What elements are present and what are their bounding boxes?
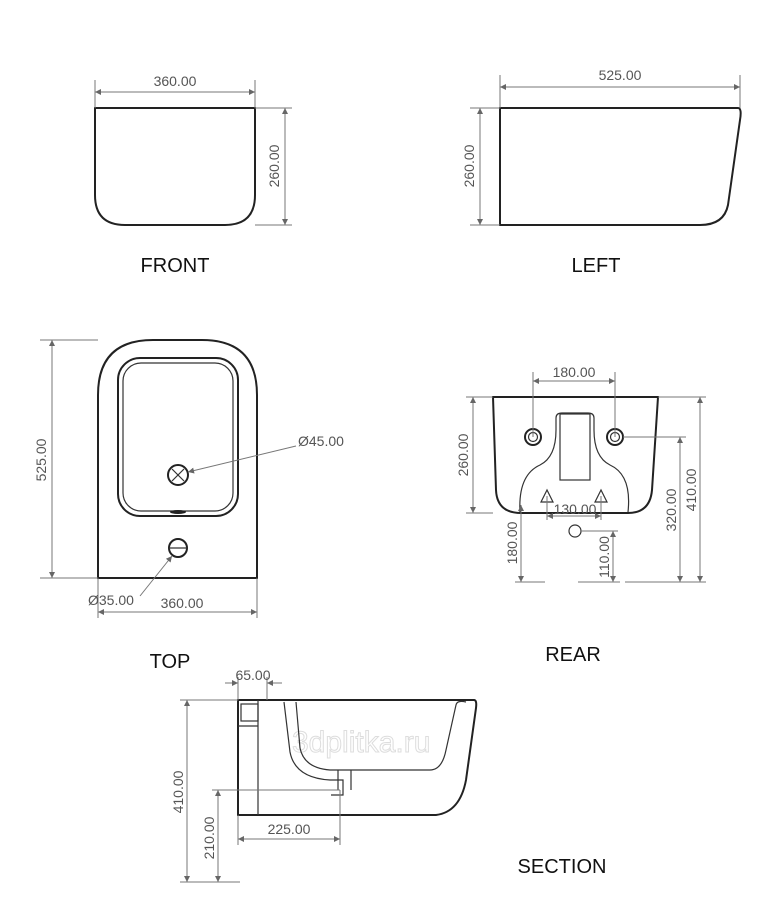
section-view: 3dplitka.ru 65.00 410.00 210.00 225.00 S…	[170, 667, 607, 883]
rear-total-height-dim: 410.00	[683, 468, 699, 511]
section-wall-dim: 65.00	[235, 667, 270, 683]
small-hole-dim: Ø35.00	[88, 592, 134, 608]
section-outlet-depth-dim: 225.00	[268, 821, 311, 837]
rear-hole-spacing-dim: 180.00	[553, 364, 596, 380]
left-height-dim: 260.00	[461, 144, 477, 187]
watermark: 3dplitka.ru	[292, 726, 430, 759]
left-label: LEFT	[572, 255, 621, 277]
rear-height-dim: 260.00	[455, 433, 471, 476]
top-view: 525.00 360.00 Ø45.00 Ø35.00 TOP	[33, 339, 344, 673]
rear-view: 180.00 260.00 410.00 320.00 180.00 110.0…	[455, 364, 706, 666]
section-label: SECTION	[518, 856, 607, 878]
left-view: 525.00 260.00 LEFT	[461, 67, 742, 277]
top-label: TOP	[150, 651, 191, 673]
front-view: 360.00 260.00 FRONT	[94, 73, 292, 277]
section-height-dim: 410.00	[170, 770, 186, 813]
section-outlet-height-dim: 210.00	[201, 816, 217, 859]
rear-inlet-spacing-dim: 130.00	[554, 501, 597, 517]
rear-inlet-height-dim: 110.00	[596, 536, 612, 578]
rear-label: REAR	[545, 644, 601, 666]
top-width-dim: 360.00	[161, 595, 204, 611]
rear-hole-height-dim: 320.00	[663, 488, 679, 531]
rear-offset-dim: 180.00	[504, 521, 520, 564]
large-hole-dim: Ø45.00	[298, 433, 344, 449]
front-width-dim: 360.00	[154, 73, 197, 89]
top-length-dim: 525.00	[33, 438, 49, 481]
front-label: FRONT	[141, 255, 210, 277]
left-length-dim: 525.00	[599, 67, 642, 83]
front-height-dim: 260.00	[266, 144, 282, 187]
